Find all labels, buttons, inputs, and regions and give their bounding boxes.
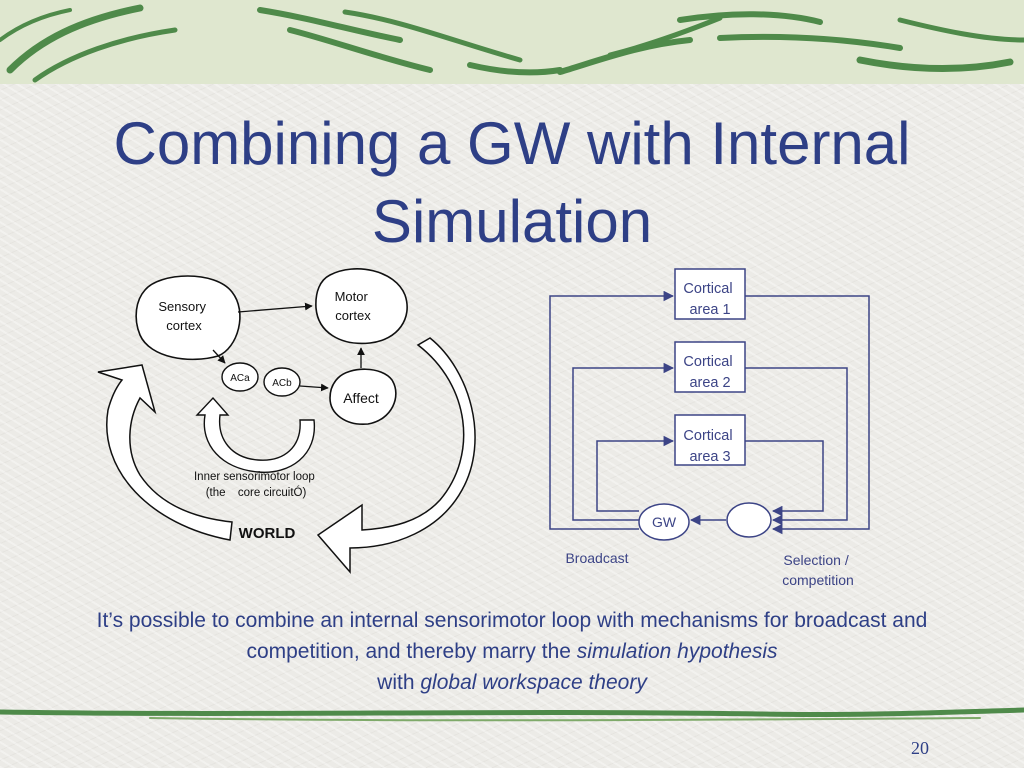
cortical-area-2-label-line: Cortical <box>683 354 732 370</box>
selection-competition-label: Selection / competition <box>782 552 854 588</box>
sensory-cortex-node <box>135 275 241 361</box>
broadcast-label: Broadcast <box>565 550 628 566</box>
decor-stroke <box>467 62 563 76</box>
slide-body-text: It’s possible to combine an internal sen… <box>40 605 984 698</box>
acb-label: ACb <box>272 378 292 389</box>
decor-stroke <box>287 27 433 73</box>
competition-line-area-3 <box>745 440 824 517</box>
motor-cortex-label-line: Motor <box>335 289 369 304</box>
inner-loop-label-line: (the core circuitÓ) <box>206 486 307 499</box>
cortical-area-1-label-line: area 1 <box>689 302 730 318</box>
acb-node <box>263 367 301 397</box>
body-text-emphasis-2: global workspace theory <box>420 671 647 694</box>
broadcast-line-area-3 <box>596 435 675 512</box>
sensory-to-motor-arrow <box>237 302 313 313</box>
affect-node <box>329 368 397 425</box>
broadcast-line-area-2 <box>572 362 675 521</box>
decor-stroke <box>856 56 1014 73</box>
body-text-emphasis-1: simulation hypothesis <box>576 640 778 663</box>
competition-line-area-1 <box>745 295 870 535</box>
cortical-area-2-box <box>674 341 746 393</box>
inner-loop-label: Inner sensorimotor loop (the core circu… <box>194 471 318 499</box>
cortical-area-3-label-line: Cortical <box>683 428 732 444</box>
motor-cortex-node <box>315 268 408 345</box>
decor-stroke <box>677 11 823 25</box>
bottom-decor-stroke <box>149 717 981 722</box>
sensory-cortex-label: Sensory cortex <box>158 299 209 333</box>
competition-line-area-2 <box>745 367 848 526</box>
cortical-area-2-label: Cortical area 2 <box>683 354 736 391</box>
sensory-cortex-label-line: cortex <box>166 318 202 333</box>
decor-stroke <box>717 33 903 51</box>
inner-loop-label-line: Inner sensorimotor loop <box>194 471 315 483</box>
sensory-to-aca-arrow <box>212 349 226 364</box>
motor-cortex-label: Motor cortex <box>335 289 372 323</box>
broadcast-line-area-1 <box>549 290 675 530</box>
aca-node <box>221 362 259 392</box>
motor-cortex-label-line: cortex <box>335 308 371 323</box>
decor-stroke <box>257 7 403 43</box>
page-number: 20 <box>911 738 929 758</box>
cortical-area-3-label-line: area 3 <box>689 449 730 465</box>
gw-label: GW <box>652 514 677 530</box>
selection-node <box>726 502 772 538</box>
slide-title-line-1: Combining a GW with Internal <box>113 110 911 177</box>
inner-loop-arrow <box>195 396 316 473</box>
cortical-area-2-label-line: area 2 <box>689 375 730 391</box>
decor-stroke <box>6 4 144 74</box>
cortical-area-3-box <box>674 414 746 466</box>
decor-stroke <box>607 15 723 58</box>
outer-left-arrow <box>97 364 233 541</box>
selection-label-line: Selection / <box>783 552 848 568</box>
decor-stroke <box>342 9 523 63</box>
affect-label: Affect <box>343 390 379 406</box>
sensory-cortex-label-line: Sensory <box>158 299 206 314</box>
slide-title-line-2: Simulation <box>371 188 653 255</box>
aca-label: ACa <box>230 373 250 384</box>
slide-title: Combining a GW with Internal Simulation <box>0 105 1024 261</box>
decor-stroke <box>897 17 1024 43</box>
cortical-area-1-label: Cortical area 1 <box>683 281 736 318</box>
bottom-decor-stroke <box>0 707 1024 718</box>
decor-stroke <box>32 27 178 83</box>
cortical-area-1-label-line: Cortical <box>683 281 732 297</box>
body-text-part-1: It’s possible to combine an internal sen… <box>96 609 928 663</box>
decor-stroke <box>0 8 72 42</box>
body-text-part-2: with <box>377 671 421 694</box>
gw-node <box>638 503 690 541</box>
acb-to-affect-arrow <box>299 383 329 392</box>
selection-label-line: competition <box>782 572 854 588</box>
world-label: WORLD <box>239 525 296 542</box>
outer-right-arrow <box>316 337 476 575</box>
cortical-area-3-label: Cortical area 3 <box>683 428 736 465</box>
cortical-area-1-box <box>674 268 746 320</box>
